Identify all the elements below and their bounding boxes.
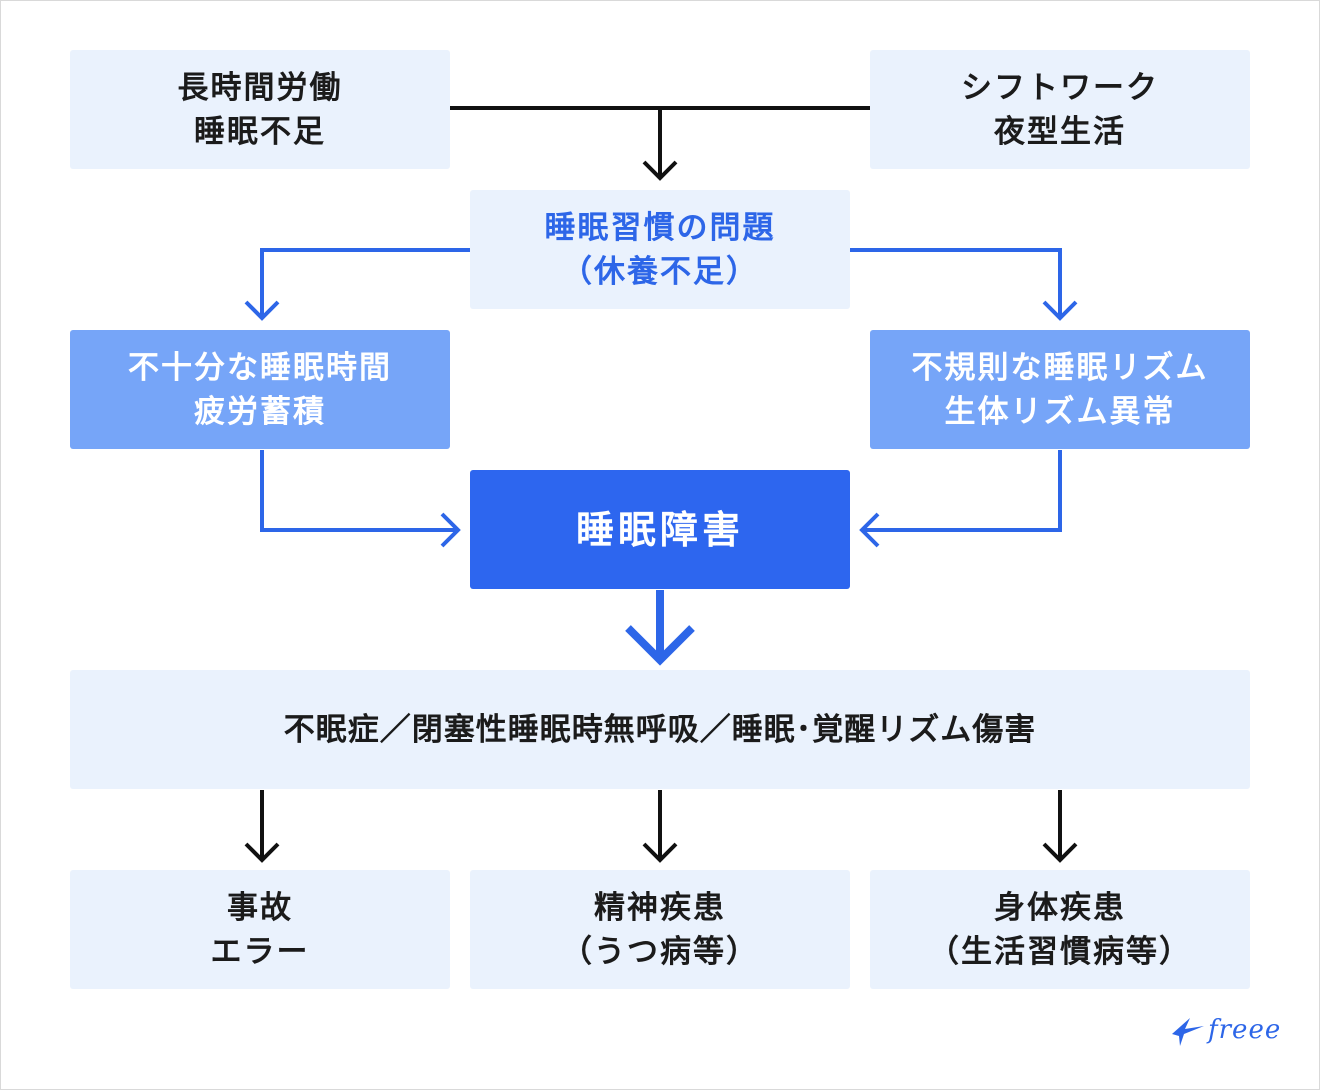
merge-left-head	[440, 512, 461, 548]
sleep-habit-line2: （休養不足）	[561, 253, 759, 290]
merge-right-head	[859, 512, 880, 548]
top-arrow-head	[642, 160, 678, 181]
bird-icon	[1172, 1018, 1204, 1046]
cause-left-box: 長時間労働 睡眠不足	[70, 50, 450, 169]
outcome-accident-line2: エラー	[210, 933, 310, 970]
merge-left-line	[260, 450, 458, 532]
outcome-accident-box: 事故 エラー	[70, 870, 450, 989]
merge-right-line	[862, 450, 1062, 532]
branch-right-line	[850, 248, 1062, 318]
insufficient-sleep-line2: 疲労蓄積	[194, 393, 326, 430]
logo-text: freee	[1208, 1015, 1282, 1045]
outcome-mental-line1: 精神疾患	[594, 889, 726, 926]
branch-left-head	[244, 300, 280, 321]
insufficient-sleep-line1: 不十分な睡眠時間	[128, 349, 392, 386]
irregular-rhythm-box: 不規則な睡眠リズム 生体リズム異常	[870, 330, 1250, 449]
outcome-physical-line2: （生活習慣病等）	[928, 933, 1192, 970]
outcome-physical-line1: 身体疾患	[994, 889, 1126, 926]
irregular-rhythm-line1: 不規則な睡眠リズム	[911, 349, 1209, 386]
cause-right-line1: シフトワーク	[961, 69, 1159, 106]
sleep-habit-line1: 睡眠習慣の問題	[544, 209, 776, 246]
main-arrow-head	[625, 625, 695, 666]
sleep-habit-box: 睡眠習慣の問題 （休養不足）	[470, 190, 850, 309]
sleep-disorder-box: 睡眠障害	[470, 470, 850, 589]
outcome-arrow-center-head	[642, 842, 678, 863]
freee-logo: freee	[1170, 1012, 1281, 1048]
cause-left-line2: 睡眠不足	[194, 113, 326, 150]
outcome-mental-box: 精神疾患 （うつ病等）	[470, 870, 850, 989]
top-connector	[450, 106, 870, 181]
disorder-types-label: 不眠症／閉塞性睡眠時無呼吸／睡眠･覚醒リズム傷害	[283, 711, 1037, 748]
cause-left-line1: 長時間労働	[177, 69, 343, 106]
branch-right-head	[1042, 300, 1078, 321]
sleep-disorder-label: 睡眠障害	[575, 507, 744, 552]
branch-left-line	[260, 248, 470, 318]
disorder-types-box: 不眠症／閉塞性睡眠時無呼吸／睡眠･覚醒リズム傷害	[70, 670, 1250, 789]
outcome-accident-line1: 事故	[227, 889, 293, 926]
cause-right-box: シフトワーク 夜型生活	[870, 50, 1250, 169]
insufficient-sleep-box: 不十分な睡眠時間 疲労蓄積	[70, 330, 450, 449]
outcome-physical-box: 身体疾患 （生活習慣病等）	[870, 870, 1250, 989]
outcome-arrow-left-head	[244, 842, 280, 863]
cause-right-line2: 夜型生活	[994, 113, 1126, 150]
outcome-mental-line2: （うつ病等）	[561, 933, 759, 970]
outcome-arrow-right-head	[1042, 842, 1078, 863]
irregular-rhythm-line2: 生体リズム異常	[944, 393, 1176, 430]
